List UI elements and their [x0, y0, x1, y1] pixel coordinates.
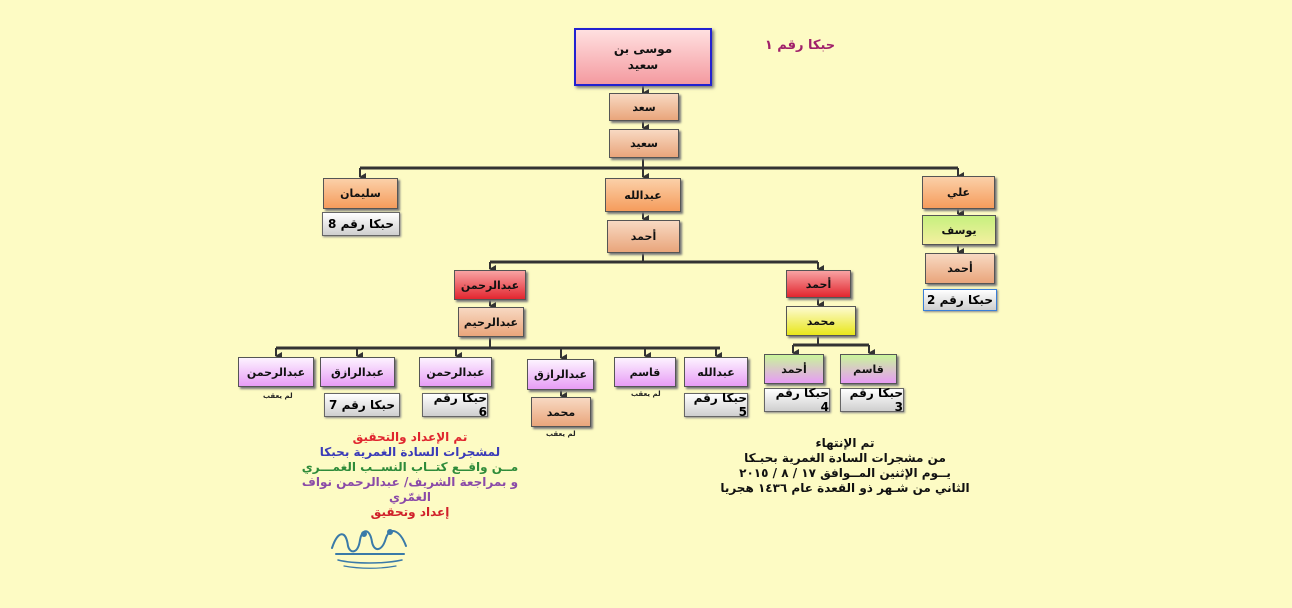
node-saad[interactable]: سعد [609, 93, 679, 121]
node-g-abdulrazzaq2[interactable]: عبدالرازق [527, 359, 594, 390]
node-g-abdulrahman2[interactable]: عبدالرحمن [419, 357, 492, 387]
credits-line4: و بمراجعة الشريف/ عبدالرحمن نواف الغمّري [301, 475, 519, 504]
node-abdulraheem[interactable]: عبدالرحيم [458, 307, 524, 337]
credits-line1: تم الإعداد والتحقيق [352, 430, 468, 444]
node-abdullah[interactable]: عبدالله [605, 178, 681, 212]
tag-5[interactable]: حبكا رقم 5 [684, 391, 748, 419]
node-g-abdulrazzaq1[interactable]: عبدالرازق [320, 357, 395, 387]
tag-3[interactable]: حبكا رقم 3 [840, 386, 904, 414]
node-root-musa[interactable]: موسى بن سعيد [574, 28, 712, 86]
node-g-abdulrahman1[interactable]: عبدالرحمن [238, 357, 314, 387]
tag-7[interactable]: حبكا رقم 7 [324, 393, 400, 417]
credits-block: تم الإعداد والتحقيق لمشجرات السادة الغمر… [285, 430, 535, 520]
completion-line3: يــوم الإثنين المــوافق ١٧ / ٨ / ٢٠١٥ [739, 466, 951, 480]
no-descendants-label: لم يعقب [546, 430, 576, 438]
no-descendants-label: لم يعقب [263, 392, 293, 400]
root-line2: سعيد [627, 58, 659, 72]
tag-2[interactable]: حبكا رقم 2 [923, 289, 997, 311]
tag-6[interactable]: حبكا رقم 6 [422, 391, 488, 419]
node-saeed[interactable]: سعيد [609, 129, 679, 158]
node-g-qasem1[interactable]: قاسم [614, 357, 676, 387]
root-line1: موسى بن [613, 42, 673, 56]
completion-line1: تم الإنتهاء [815, 436, 875, 450]
node-ahmed-main[interactable]: أحمد [607, 220, 680, 253]
node-yousef[interactable]: يوسف [922, 215, 996, 245]
node-mohammed-right[interactable]: محمد [786, 306, 856, 336]
node-ahmed-right[interactable]: أحمد [786, 270, 851, 298]
node-ali[interactable]: علي [922, 176, 995, 209]
credits-line2: لمشجرات السادة الغمرية بحبكا [319, 445, 501, 459]
node-g-mohammed[interactable]: محمد [531, 397, 591, 427]
no-descendants-label: لم يعقب [631, 390, 661, 398]
node-sulaiman[interactable]: سليمان [323, 178, 398, 209]
completion-block: تم الإنتهاء من مشجرات السادة الغمرية بحب… [700, 436, 990, 496]
tag-4[interactable]: حبكا رقم 4 [764, 386, 830, 414]
node-ahmed-ali[interactable]: أحمد [925, 253, 995, 284]
signature-stamp-icon [331, 529, 407, 569]
completion-line2: من مشجرات السادة الغمرية بحبـكا [744, 451, 946, 465]
tag-8[interactable]: حبكا رقم 8 [322, 212, 400, 236]
node-g-ahmed[interactable]: أحمد [764, 354, 824, 384]
completion-line4: الثاني من شـهر ذو القعدة عام ١٤٣٦ هجريا [720, 481, 970, 495]
credits-line5: إعداد وتحقيق [370, 505, 450, 519]
node-g-abdullah[interactable]: عبدالله [684, 357, 748, 387]
node-abdulrahman-top[interactable]: عبدالرحمن [454, 270, 526, 300]
node-g-qasem2[interactable]: قاسم [840, 354, 897, 384]
credits-line3: مــن واقــع كتــاب النســب الغمـــري [301, 460, 519, 474]
diagram-title: حبكا رقم ١ [764, 38, 836, 53]
